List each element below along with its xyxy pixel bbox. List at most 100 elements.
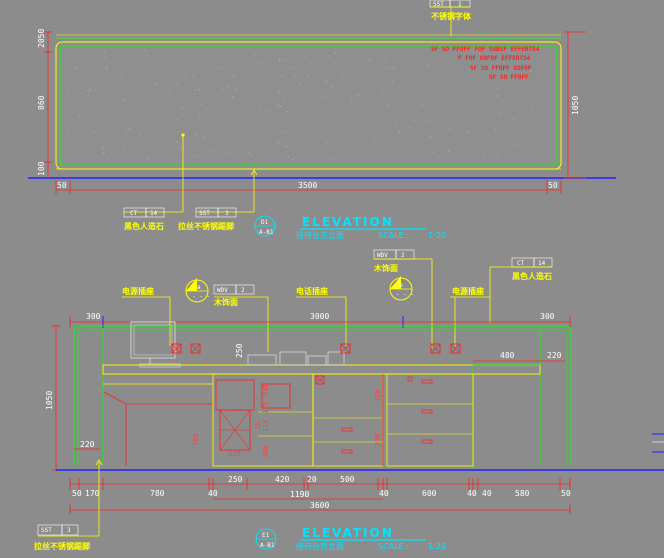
vdim-240: 240 bbox=[262, 383, 270, 396]
stone-speckle bbox=[461, 117, 463, 119]
callout-power-socket-left: 电源插座 bbox=[122, 286, 154, 296]
spec-line-3: SF SO FFOFF GOFOF bbox=[470, 65, 532, 72]
tag-sst3-top-code: SST bbox=[199, 210, 210, 217]
top-elevation: 2050 860 100 1050 50 3500 50 SST 1 不锈钢字体… bbox=[28, 0, 616, 240]
stone-speckle bbox=[106, 65, 108, 67]
stone-speckle bbox=[95, 89, 97, 91]
stone-speckle bbox=[194, 155, 196, 157]
stone-speckle bbox=[277, 104, 280, 106]
stone-speckle bbox=[89, 90, 91, 92]
section-a-top: a bbox=[197, 284, 201, 291]
stone-speckle bbox=[350, 101, 352, 103]
stone-speckle bbox=[217, 52, 219, 54]
stone-speckle bbox=[213, 149, 215, 152]
monitor bbox=[130, 321, 181, 368]
stone-speckle bbox=[398, 131, 400, 133]
stone-speckle bbox=[101, 146, 103, 149]
stone-speckle bbox=[93, 131, 95, 133]
stone-speckle bbox=[386, 145, 388, 147]
stone-speckle bbox=[226, 86, 229, 89]
stone-speckle bbox=[261, 74, 263, 76]
stone-speckle bbox=[321, 108, 323, 110]
tag-sst1-num: 1 bbox=[458, 1, 462, 8]
segment-ticks bbox=[69, 478, 571, 490]
stone-speckle bbox=[103, 52, 106, 54]
stone-speckle bbox=[122, 98, 125, 101]
tag-wdv-left-num: 2 bbox=[241, 287, 245, 294]
stone-speckle bbox=[538, 111, 540, 113]
stone-speckle bbox=[293, 76, 295, 78]
stone-speckle bbox=[278, 91, 280, 93]
stone-speckle bbox=[448, 150, 450, 152]
sst1-label: 不锈钢字体 bbox=[431, 11, 472, 21]
stone-speckle bbox=[500, 112, 502, 114]
stone-speckle bbox=[176, 141, 178, 143]
stone-speckle bbox=[102, 151, 105, 154]
socket-icon-4 bbox=[430, 343, 441, 354]
stone-speckle bbox=[513, 118, 515, 120]
top-left-dim-2: 860 bbox=[37, 95, 46, 110]
bottom-top-dim-main: 3000 bbox=[310, 312, 329, 321]
stone-speckle bbox=[106, 73, 108, 75]
stone-speckle bbox=[334, 52, 336, 54]
spec-line-4: SF SO FFOFF bbox=[489, 74, 529, 81]
top-bottom-dim-main: 3500 bbox=[298, 181, 317, 190]
cabinet-drawers-right bbox=[382, 373, 474, 467]
stone-speckle bbox=[248, 151, 250, 153]
stone-speckle bbox=[361, 92, 364, 94]
stone-speckle bbox=[202, 135, 205, 138]
vdim-200: 200 bbox=[262, 445, 270, 458]
tag-sst1-code: SST bbox=[433, 1, 444, 8]
stone-speckle bbox=[391, 67, 394, 69]
stone-speckle bbox=[351, 95, 353, 97]
marker-bottom-ref: A-B1 bbox=[260, 542, 275, 549]
stone-speckle bbox=[326, 141, 328, 143]
stone-speckle bbox=[153, 122, 155, 124]
stone-speckle bbox=[200, 103, 202, 105]
tag-ct-top-code: CT bbox=[130, 210, 138, 217]
callout-phone-socket: 电话插座 bbox=[296, 286, 328, 296]
stone-speckle bbox=[409, 126, 411, 128]
section-a-bottom: - - - bbox=[192, 293, 210, 300]
inner-dim-480: 480 bbox=[500, 351, 515, 360]
stone-speckle bbox=[198, 88, 200, 91]
sst3-bottom-label: 拉丝不锈钢踢脚 bbox=[34, 541, 90, 551]
stone-speckle bbox=[327, 149, 329, 151]
bottom-left-dim-220: 220 bbox=[80, 440, 95, 449]
socket-icon-1 bbox=[171, 343, 182, 354]
stone-speckle bbox=[235, 88, 237, 90]
stone-speckle bbox=[530, 85, 532, 87]
seg-dim-12: 580 bbox=[515, 489, 530, 498]
stone-speckle bbox=[232, 95, 234, 98]
seg-dim-7: 500 bbox=[340, 475, 355, 484]
top-left-dim-3: 100 bbox=[37, 161, 46, 176]
cabinet-drawers-mid bbox=[312, 373, 384, 467]
stone-speckle bbox=[475, 66, 477, 68]
mid-dim-1190: 1190 bbox=[290, 490, 309, 499]
vdim-225: 225 bbox=[228, 450, 241, 458]
stone-speckle bbox=[254, 53, 256, 55]
stone-speckle bbox=[434, 121, 436, 124]
stone-speckle bbox=[250, 154, 252, 156]
desk-devices bbox=[247, 351, 345, 366]
ct-top-label: 黑色人造石 bbox=[124, 221, 164, 231]
stone-speckle bbox=[421, 104, 423, 106]
stone-speckle bbox=[482, 156, 485, 158]
bottom-elevation: WDV 2 木饰面 CT 14 黑色人造石 电源插座 木饰面 电话插座 电源插座… bbox=[34, 249, 664, 551]
scale-label-bottom: SCALE : bbox=[378, 542, 409, 551]
seg-dim-8: 40 bbox=[379, 489, 389, 498]
stone-speckle bbox=[278, 58, 281, 60]
vdim-330: 330 bbox=[374, 433, 382, 446]
section-marker-a: a - - - bbox=[185, 278, 210, 303]
counter-back-outline bbox=[73, 325, 572, 466]
stone-speckle bbox=[496, 154, 499, 156]
stone-speckle bbox=[124, 92, 126, 95]
stone-speckle bbox=[260, 62, 263, 64]
stone-speckle bbox=[180, 147, 182, 149]
stone-speckle bbox=[349, 98, 352, 100]
tag-ct-top-num: 14 bbox=[150, 210, 158, 217]
stone-speckle bbox=[533, 117, 535, 119]
stone-speckle bbox=[374, 141, 376, 143]
stone-speckle bbox=[351, 156, 353, 158]
stone-speckle bbox=[176, 82, 178, 84]
